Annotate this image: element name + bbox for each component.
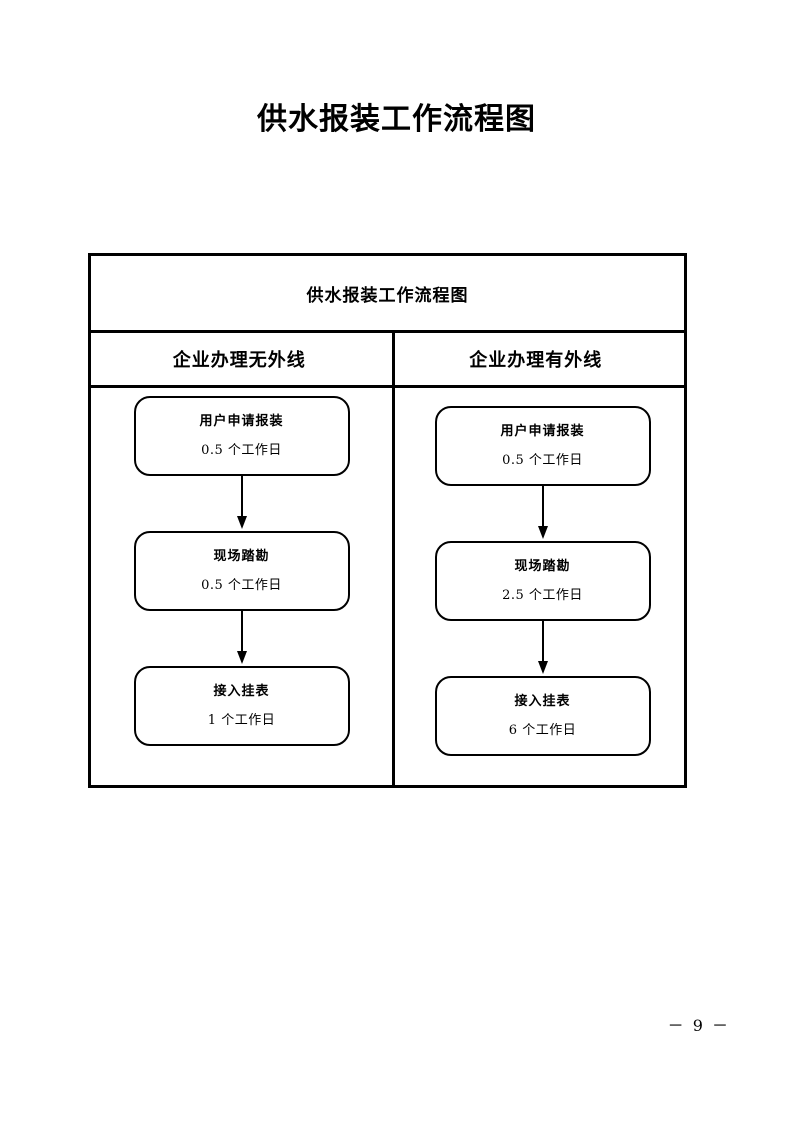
flow-node-duration: 0.5 个工作日 — [201, 577, 282, 593]
arrow-down-icon — [537, 621, 548, 674]
arrow-down-icon — [537, 486, 548, 539]
flow-node-right-1: 用户申请报装 0.5 个工作日 — [434, 406, 651, 486]
flow-node-title: 现场踏勘 — [213, 548, 270, 564]
flowchart-table: 供水报装工作流程图 企业办理无外线 企业办理有外线 用户申请报装 0.5 个工作… — [88, 253, 687, 788]
arrow-down-icon — [236, 476, 247, 529]
flow-column-with-external-line: 用户申请报装 0.5 个工作日 现场踏勘 2.5 个工作日 接入挂表 — [392, 388, 693, 785]
table-column-header-row: 企业办理无外线 企业办理有外线 — [91, 333, 684, 388]
flow-node-title: 用户申请报装 — [500, 423, 585, 439]
flow-node-duration: 6 个工作日 — [508, 722, 577, 738]
arrow-down-icon — [236, 611, 247, 664]
page-number: － 9 － — [667, 1016, 730, 1035]
column-header-label-left: 企业办理无外线 — [172, 350, 306, 371]
flow-node-duration: 1 个工作日 — [207, 712, 276, 728]
flow-stack-left: 用户申请报装 0.5 个工作日 现场踏勘 0.5 个工作日 接入挂表 — [91, 396, 392, 746]
page-title: 供水报装工作流程图 — [257, 102, 536, 137]
flow-node-title: 现场踏勘 — [514, 558, 571, 574]
flow-node-duration: 2.5 个工作日 — [502, 587, 583, 603]
table-title-text: 供水报装工作流程图 — [306, 285, 469, 306]
flow-node-title: 用户申请报装 — [199, 413, 284, 429]
flow-node-right-3: 接入挂表 6 个工作日 — [434, 676, 651, 756]
flow-node-right-2: 现场踏勘 2.5 个工作日 — [434, 541, 651, 621]
flow-node-left-3: 接入挂表 1 个工作日 — [133, 666, 350, 746]
flow-node-left-2: 现场踏勘 0.5 个工作日 — [133, 531, 350, 611]
flow-stack-right: 用户申请报装 0.5 个工作日 现场踏勘 2.5 个工作日 接入挂表 — [392, 406, 693, 756]
column-header-label-right: 企业办理有外线 — [469, 350, 603, 371]
flow-node-title: 接入挂表 — [514, 693, 571, 709]
column-header-cell-with-external-line: 企业办理有外线 — [388, 333, 685, 385]
column-header-cell-no-external-line: 企业办理无外线 — [91, 333, 388, 385]
flow-node-duration: 0.5 个工作日 — [502, 452, 583, 468]
flowchart-body: 用户申请报装 0.5 个工作日 现场踏勘 0.5 个工作日 接入挂表 — [91, 388, 684, 785]
flow-node-duration: 0.5 个工作日 — [201, 442, 282, 458]
table-title-row: 供水报装工作流程图 — [91, 256, 684, 333]
flow-node-left-1: 用户申请报装 0.5 个工作日 — [133, 396, 350, 476]
flow-column-no-external-line: 用户申请报装 0.5 个工作日 现场踏勘 0.5 个工作日 接入挂表 — [91, 388, 392, 785]
column-divider — [392, 333, 395, 785]
flow-node-title: 接入挂表 — [213, 683, 270, 699]
